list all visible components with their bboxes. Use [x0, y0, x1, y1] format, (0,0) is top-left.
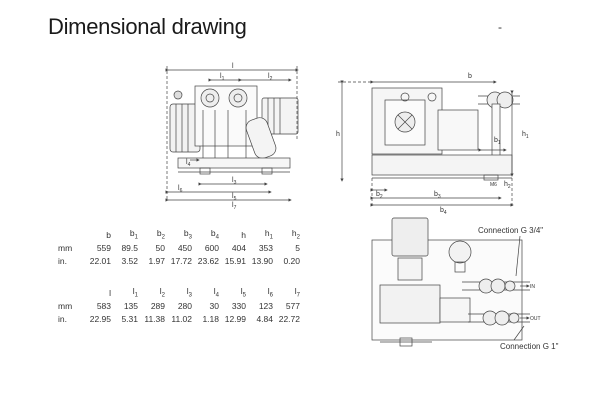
corner-mark: - [498, 20, 502, 34]
dim-l3: l3 [232, 177, 237, 186]
dim-b4: b4 [440, 207, 447, 216]
value-cell: 123 [258, 300, 273, 311]
column-header: l [109, 287, 111, 298]
top-view-labels: IN OUT [530, 284, 541, 322]
front-view [338, 80, 520, 208]
value-cell: 289 [150, 300, 165, 311]
dim-l4: l4 [186, 159, 191, 168]
dim-l1: l1 [220, 73, 225, 82]
connection-top-label: Connection G 3/4" [478, 226, 544, 235]
dim-h2: h2 [504, 181, 511, 190]
value-cell: 13.90 [251, 255, 273, 266]
column-header: h2 [291, 228, 300, 241]
column-header: l4 [213, 286, 219, 299]
dim-b3: b3 [434, 191, 441, 200]
dim-l: l [232, 63, 234, 70]
value-cell: 353 [258, 242, 273, 253]
column-header: b3 [183, 228, 192, 241]
unit-cell: mm [58, 300, 73, 311]
value-cell: 559 [96, 242, 111, 253]
table-header-row: b b1 b2 b3 b4 h h1 h2 [58, 228, 300, 241]
column-header: b1 [129, 228, 138, 241]
value-cell: 11.02 [171, 313, 192, 324]
table-row: mm 559 89.5 50 450 600 404 353 5 [58, 241, 300, 254]
value-cell: 12.99 [224, 313, 246, 324]
value-cell: 23.62 [197, 255, 219, 266]
value-cell: 5.31 [121, 313, 138, 324]
column-header: l5 [240, 286, 246, 299]
value-cell: 89.5 [121, 242, 138, 253]
dim-b1: b1 [494, 137, 501, 146]
in-label: IN [530, 284, 535, 290]
dim-l2: l2 [268, 73, 273, 82]
unit-cell: in. [58, 313, 67, 324]
table-row: mm 583 135 289 280 30 330 123 577 [58, 299, 300, 312]
front-view-labels: b h h1 b1 h2 b2 b3 b4 M6 [336, 73, 529, 216]
table-header-row: l l1 l2 l3 l4 l5 l6 l7 [58, 286, 300, 299]
value-cell: 3.52 [121, 255, 138, 266]
value-cell: 1.18 [202, 313, 219, 324]
thread-mark: M6 [490, 182, 497, 188]
value-cell: 11.38 [144, 313, 165, 324]
value-cell: 404 [231, 242, 246, 253]
dimension-table-l: l l1 l2 l3 l4 l5 l6 l7 mm 583 135 289 280 30 330 123 57… [58, 286, 300, 325]
value-cell: 22.95 [89, 313, 111, 324]
column-header: l3 [186, 286, 192, 299]
value-cell: 22.72 [278, 313, 300, 324]
unit-cell: in. [58, 255, 67, 266]
top-view [371, 217, 530, 347]
value-cell: 330 [231, 300, 246, 311]
value-cell: 50 [155, 242, 165, 253]
value-cell: 30 [209, 300, 219, 311]
value-cell: 0.20 [283, 255, 300, 266]
value-cell: 135 [123, 300, 138, 311]
table-row: in. 22.95 5.31 11.38 11.02 1.18 12.99 4.84 22.72 [58, 312, 300, 325]
value-cell: 4.84 [256, 313, 273, 324]
connection-bottom-label: Connection G 1" [500, 342, 559, 351]
column-header: b [106, 229, 111, 240]
side-view [165, 66, 299, 202]
dim-b2: b2 [376, 191, 383, 200]
dim-l7: l7 [232, 202, 237, 211]
column-header: l2 [159, 286, 165, 299]
dim-l5: l5 [232, 193, 237, 202]
value-cell: 1.97 [148, 255, 165, 266]
page-title: Dimensional drawing [48, 14, 247, 39]
unit-cell: mm [58, 242, 73, 253]
dim-b: b [468, 73, 472, 80]
value-cell: 5 [295, 242, 300, 253]
dim-l6: l6 [178, 185, 183, 194]
value-cell: 15.91 [224, 255, 246, 266]
column-header: h1 [264, 228, 273, 241]
column-header: b2 [156, 228, 165, 241]
column-header: l1 [132, 286, 138, 299]
side-view-labels: l l1 l2 l4 l3 l6 l5 l7 [178, 63, 273, 211]
column-header: b4 [210, 228, 219, 241]
table-row: in. 22.01 3.52 1.97 17.72 23.62 15.91 13.90 0.20 [58, 254, 300, 267]
column-header: h [241, 229, 246, 240]
column-header: l7 [294, 286, 300, 299]
value-cell: 583 [96, 300, 111, 311]
value-cell: 280 [177, 300, 192, 311]
out-label: OUT [530, 316, 541, 322]
value-cell: 577 [285, 300, 300, 311]
value-cell: 600 [204, 242, 219, 253]
value-cell: 22.01 [89, 255, 111, 266]
column-header: l6 [267, 286, 273, 299]
dim-h: h [336, 131, 340, 138]
dim-h1: h1 [522, 131, 529, 140]
value-cell: 17.72 [170, 255, 192, 266]
value-cell: 450 [177, 242, 192, 253]
